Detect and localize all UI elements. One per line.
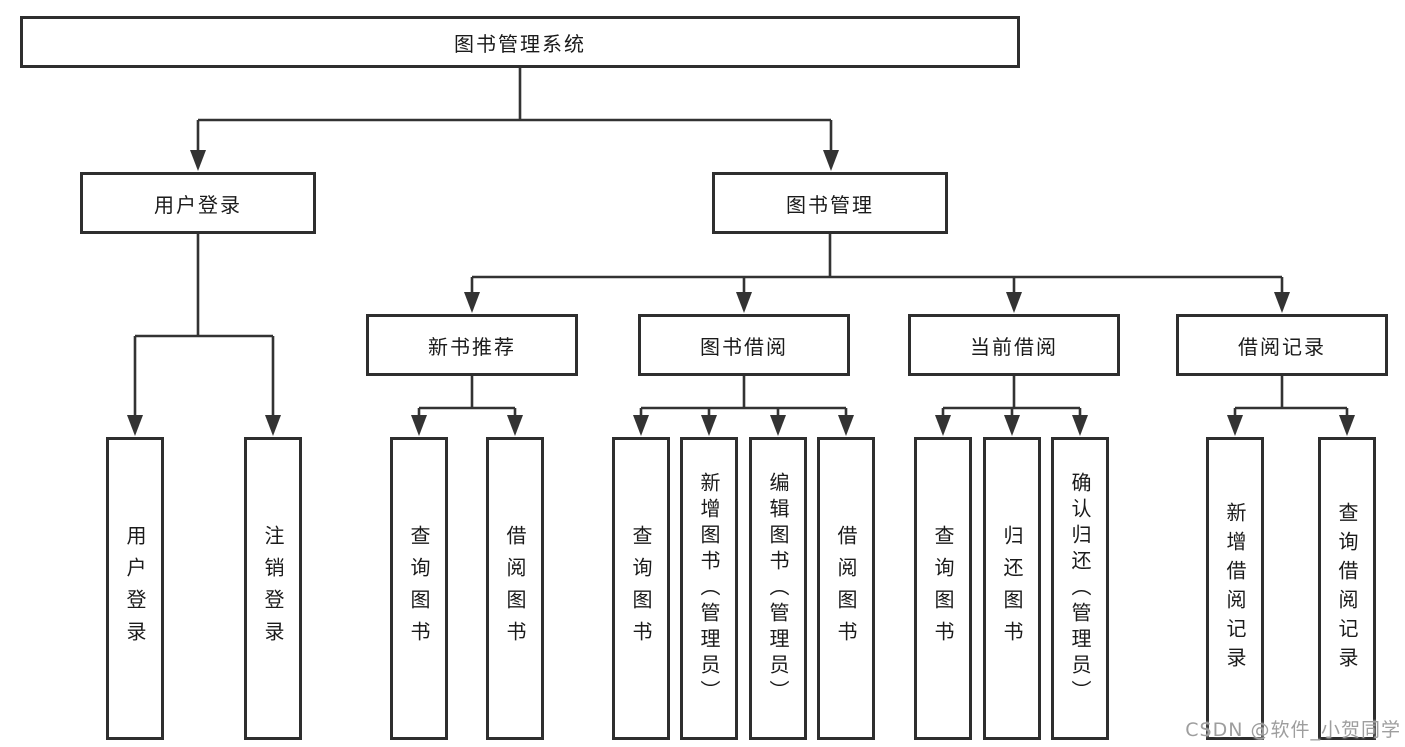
leaf-cb-query-book: 查询图书 [914, 437, 972, 740]
leaf-bb-edit-book: 编辑图书（管理员） [749, 437, 807, 740]
leaf-bb-edit-book-label: 编辑图书（管理员） [766, 471, 790, 706]
leaf-br-add-record-label: 新增借阅记录 [1223, 501, 1247, 676]
node-book-borrow-label: 图书借阅 [700, 334, 788, 359]
watermark-text: CSDN @软件_小贺同学 [1185, 719, 1401, 741]
node-root-label: 图书管理系统 [454, 31, 586, 56]
leaf-bb-query-book: 查询图书 [612, 437, 670, 740]
leaf-bb-add-book-label: 新增图书（管理员） [697, 471, 721, 706]
node-current-borrow-label: 当前借阅 [970, 334, 1058, 359]
leaf-br-query-record: 查询借阅记录 [1318, 437, 1376, 740]
leaf-br-add-record: 新增借阅记录 [1206, 437, 1264, 740]
leaf-bb-add-book: 新增图书（管理员） [680, 437, 738, 740]
leaf-nbr-query-book-label: 查询图书 [407, 524, 431, 653]
leaf-cb-query-book-label: 查询图书 [931, 524, 955, 653]
node-root: 图书管理系统 [20, 16, 1020, 68]
leaf-bb-borrow-book-label: 借阅图书 [834, 524, 858, 653]
leaf-cb-return-book: 归还图书 [983, 437, 1041, 740]
leaf-user-login-label: 用户登录 [123, 524, 147, 653]
leaf-nbr-borrow-book: 借阅图书 [486, 437, 544, 740]
leaf-br-query-record-label: 查询借阅记录 [1335, 501, 1359, 676]
leaf-nbr-borrow-book-label: 借阅图书 [503, 524, 527, 653]
node-user-login: 用户登录 [80, 172, 316, 234]
leaf-cb-return-book-label: 归还图书 [1000, 524, 1024, 653]
node-current-borrow: 当前借阅 [908, 314, 1120, 376]
leaf-logout-label: 注销登录 [261, 524, 285, 653]
node-new-book-recommend-label: 新书推荐 [428, 334, 516, 359]
leaf-user-login: 用户登录 [106, 437, 164, 740]
leaf-bb-borrow-book: 借阅图书 [817, 437, 875, 740]
leaf-nbr-query-book: 查询图书 [390, 437, 448, 740]
node-book-borrow: 图书借阅 [638, 314, 850, 376]
leaf-cb-confirm-return: 确认归还（管理员） [1051, 437, 1109, 740]
node-book-management: 图书管理 [712, 172, 948, 234]
leaf-bb-query-book-label: 查询图书 [629, 524, 653, 653]
node-user-login-label: 用户登录 [154, 192, 242, 217]
node-borrow-record: 借阅记录 [1176, 314, 1388, 376]
node-new-book-recommend: 新书推荐 [366, 314, 578, 376]
node-book-management-label: 图书管理 [786, 192, 874, 217]
leaf-logout: 注销登录 [244, 437, 302, 740]
arrowheads [127, 150, 1355, 436]
leaf-cb-confirm-return-label: 确认归还（管理员） [1068, 471, 1092, 706]
node-borrow-record-label: 借阅记录 [1238, 334, 1326, 359]
